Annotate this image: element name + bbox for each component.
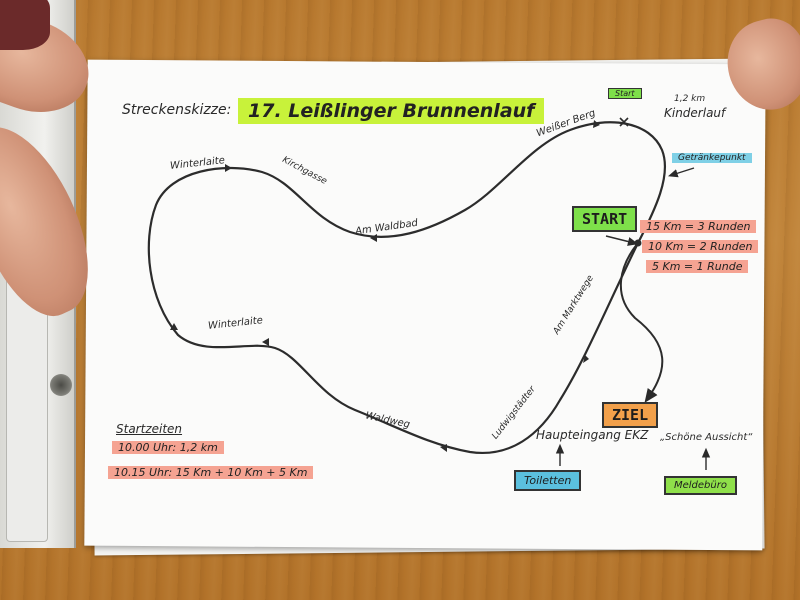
getraenke-badge: Getränkepunkt	[672, 153, 752, 163]
sleeve	[0, 0, 50, 50]
distance-row: 5 Km = 1 Runde	[646, 260, 749, 273]
startzeit-row: 10.00 Uhr: 1,2 km	[112, 441, 224, 454]
kinderlauf-label: Kinderlauf	[664, 106, 726, 120]
title-prefix: Streckenskizze:	[122, 102, 232, 118]
start-point-dot	[634, 239, 642, 247]
direction-arrow	[262, 338, 269, 346]
finish-spur-path	[619, 242, 664, 403]
map-title: 17. Leißlinger Brunnenlauf	[238, 98, 545, 124]
direction-arrow	[593, 120, 600, 128]
race-loop-path	[147, 121, 667, 455]
getraenke-pointer-arrow	[667, 167, 695, 178]
start-small-badge: Start	[608, 88, 642, 99]
direction-arrow	[583, 355, 589, 363]
direction-arrow	[225, 164, 232, 172]
direction-arrow	[170, 323, 178, 330]
start-pointer-arrow	[605, 235, 639, 246]
ziel-box: ZIEL	[602, 402, 659, 428]
startzeit-row: 10.15 Uhr: 15 Km + 10 Km + 5 Km	[108, 466, 314, 479]
haupteingang-label: Haupteingang EKZ	[536, 428, 649, 442]
direction-arrow	[440, 444, 447, 452]
distance-row: 15 Km = 3 Runden	[640, 220, 757, 233]
schoene-aussicht-label: „Schöne Aussicht“	[660, 432, 753, 443]
kinderlauf-distance: 1,2 km	[674, 94, 706, 104]
kinderlauf-marker	[619, 117, 629, 127]
direction-arrows	[170, 117, 642, 452]
distance-row: 10 Km = 2 Runden	[642, 240, 759, 253]
startzeiten-heading: Startzeiten	[116, 422, 183, 436]
meldebuero-box: Meldebüro	[664, 476, 737, 495]
toiletten-box: Toiletten	[514, 470, 582, 491]
direction-arrow	[370, 234, 377, 242]
start-box: START	[572, 206, 638, 232]
binder-ring-hole	[50, 374, 72, 396]
